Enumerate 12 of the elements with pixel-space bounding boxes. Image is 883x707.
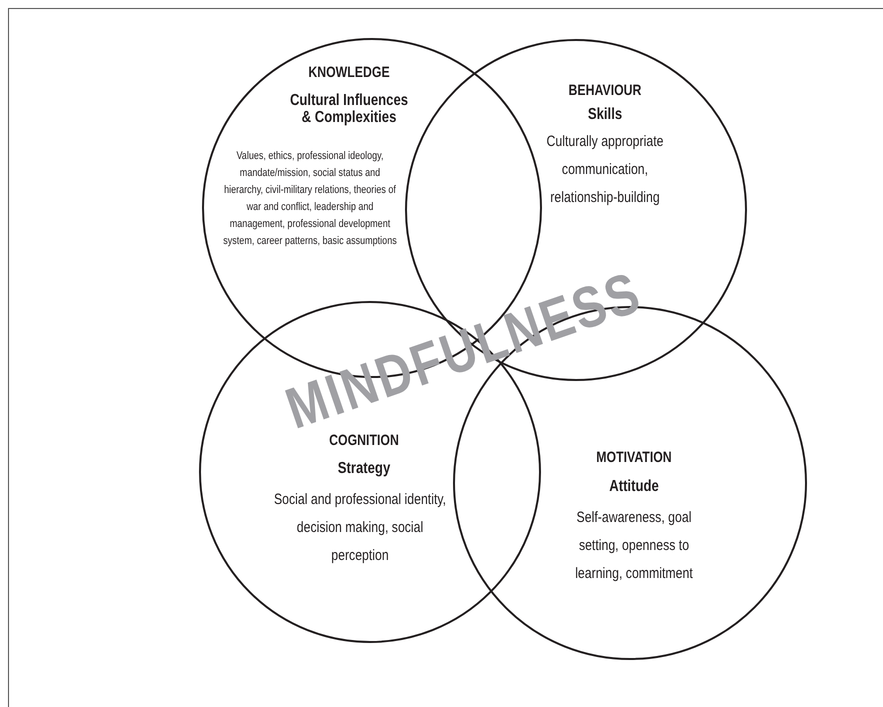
circle-subheading: Attitude	[608, 478, 660, 495]
circle-description: Self-awareness, goal setting, openness to learning, commitment	[574, 508, 694, 584]
circle-subheading: Strategy	[336, 460, 392, 477]
circle-description: Social and professional identity, decision making, social perception	[272, 490, 448, 566]
circle-description: Culturally appropriate communication, relationship-building	[546, 132, 664, 208]
circle-description: Values, ethics, professional ideology, mandate/mission, social status and hierarchy, civil-military relations, theories of war and conflict, leadership and management, professional development system, career patterns, basic assumptions	[222, 149, 398, 249]
circle-heading: KNOWLEDGE	[307, 64, 391, 81]
circle-heading: COGNITION	[328, 432, 400, 449]
circle-heading: BEHAVIOUR	[568, 82, 642, 99]
circle-subheading: Cultural Influences & Complexities	[288, 92, 410, 126]
circle-heading: MOTIVATION	[595, 449, 673, 466]
circle-subheading: Skills	[586, 106, 624, 123]
